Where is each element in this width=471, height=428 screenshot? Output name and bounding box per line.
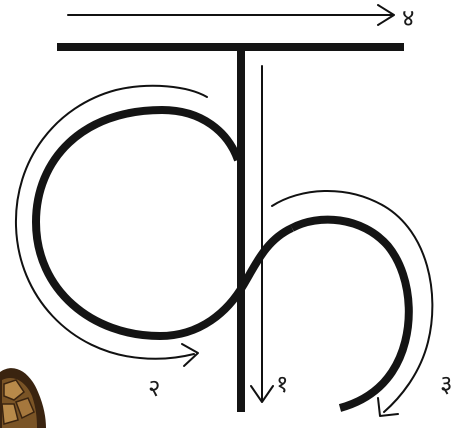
label-stroke-1: १: [276, 370, 288, 398]
stroke-order-arrows: [16, 5, 432, 416]
glyph-right-hook: [292, 220, 409, 408]
label-stroke-2: २: [148, 374, 160, 402]
tortoise-shell-decoration: [0, 368, 46, 428]
arrow-stroke-2: [16, 86, 207, 359]
label-stroke-4: ४: [402, 4, 414, 32]
glyph-left-loop: [36, 110, 292, 336]
label-stroke-3: ३: [440, 370, 452, 398]
character-glyph: [36, 47, 409, 412]
